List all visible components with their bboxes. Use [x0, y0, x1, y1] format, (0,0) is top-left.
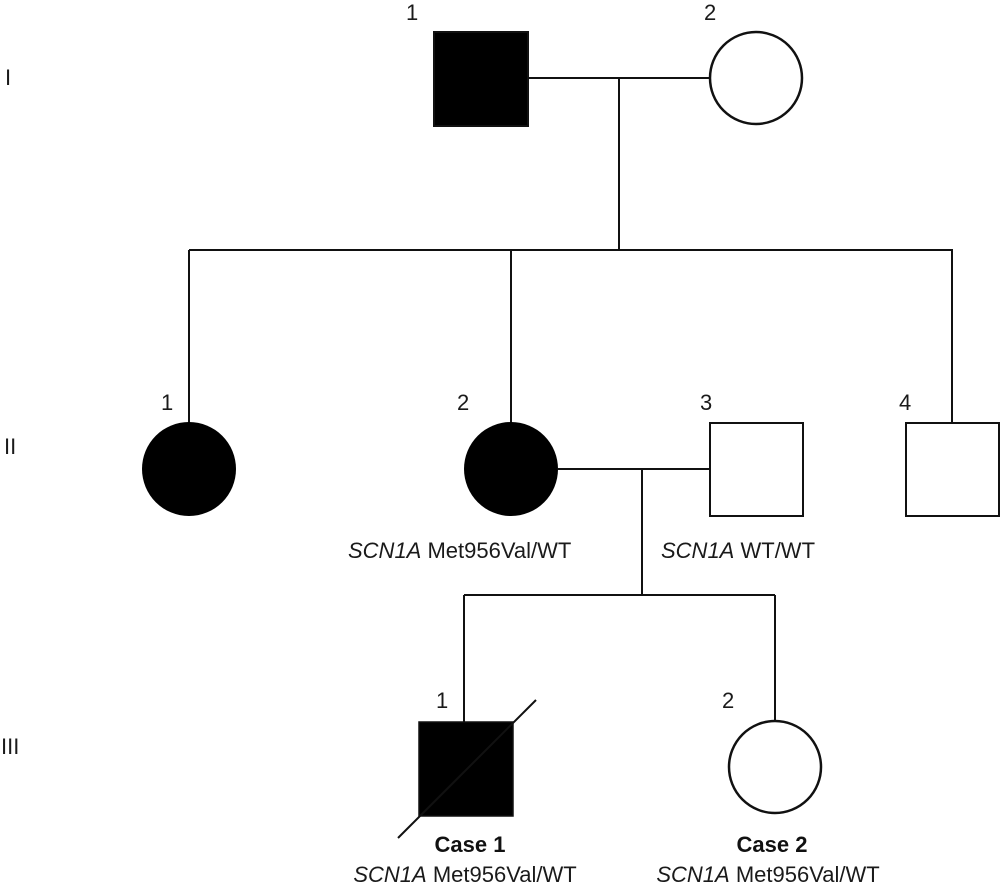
- deceased-slash-III1: [397, 699, 537, 839]
- generation-label-III: III: [1, 734, 20, 759]
- symbol-II2-female-affected[interactable]: [464, 422, 558, 516]
- symbol-II1-female-affected[interactable]: [142, 422, 236, 516]
- symbol-II3-male-unaffected[interactable]: [709, 422, 804, 517]
- variant: Met956Val/WT: [432, 862, 577, 887]
- individual-number-II1: 1: [161, 390, 174, 415]
- gene-name: SCN1A: [656, 862, 730, 887]
- gene-name: SCN1A: [353, 862, 427, 887]
- variant: WT/WT: [740, 538, 816, 563]
- genotype-III1: SCN1A Met956Val/WT: [353, 864, 576, 886]
- individual-number-II3: 3: [700, 390, 713, 415]
- individual-number-III1: 1: [436, 688, 449, 713]
- symbol-I1-male-affected[interactable]: [433, 31, 529, 127]
- variant: Met956Val/WT: [427, 538, 572, 563]
- case-label-III2: Case 2: [736, 832, 808, 857]
- individual-number-II2: 2: [457, 390, 470, 415]
- gene-name: SCN1A: [348, 538, 422, 563]
- symbol-II4-male-unaffected[interactable]: [905, 422, 1000, 517]
- individual-number-II4: 4: [899, 390, 912, 415]
- symbol-I2-female-unaffected[interactable]: [708, 30, 804, 126]
- genotype-II2: SCN1A Met956Val/WT: [348, 540, 571, 562]
- individual-number-I2: 2: [704, 0, 717, 25]
- generation-label-II: II: [4, 434, 17, 459]
- genotype-II3: SCN1A WT/WT: [661, 540, 815, 562]
- individual-number-I1: 1: [406, 0, 419, 25]
- genotype-III2: SCN1A Met956Val/WT: [656, 864, 879, 886]
- gene-name: SCN1A: [661, 538, 735, 563]
- generation-label-I: I: [5, 65, 12, 90]
- individual-number-III2: 2: [722, 688, 735, 713]
- symbol-III2-female-unaffected[interactable]: [727, 719, 823, 815]
- case-label-III1: Case 1: [434, 832, 506, 857]
- variant: Met956Val/WT: [735, 862, 880, 887]
